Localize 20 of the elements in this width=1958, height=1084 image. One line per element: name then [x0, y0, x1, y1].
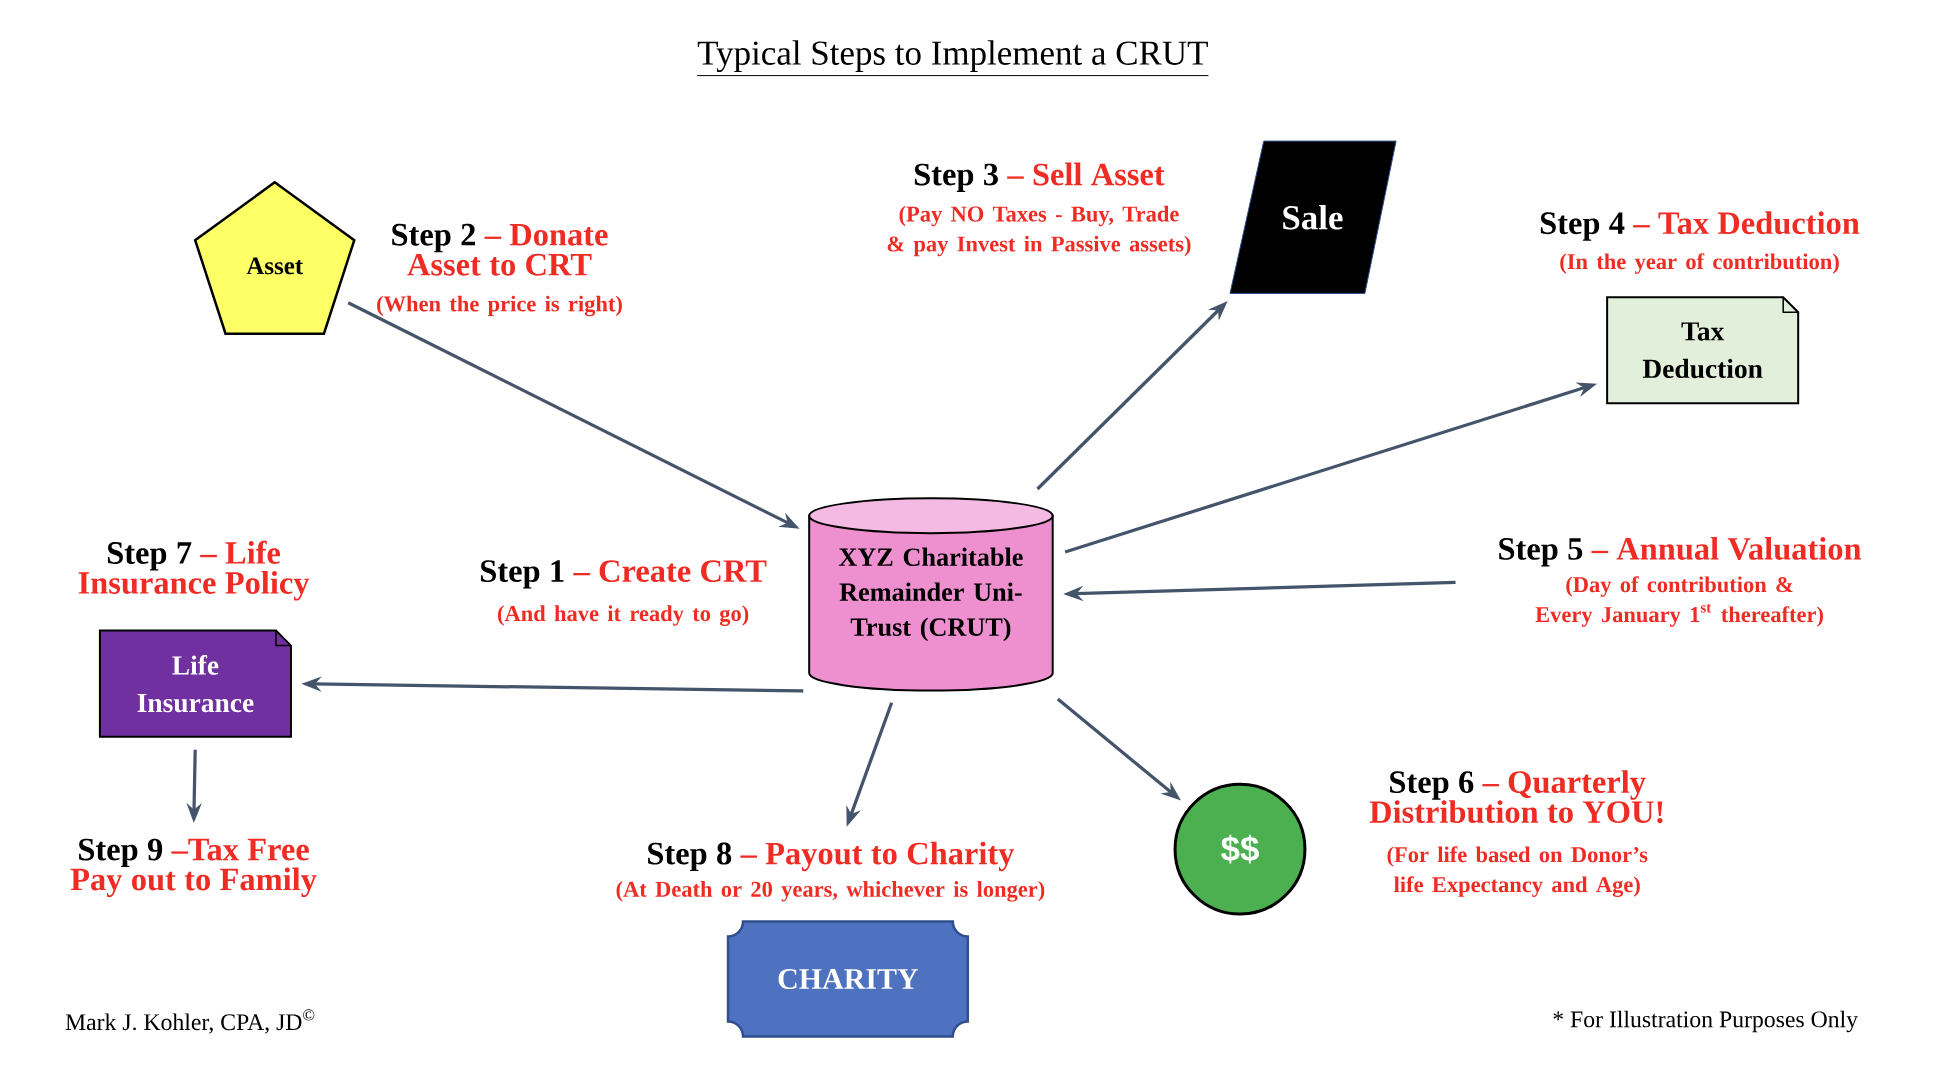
- step-heading: Step 6 – Quarterly Distribution to YOU!: [1369, 770, 1663, 824]
- step-heading: Step 1 – Create CRT: [481, 560, 767, 589]
- step-label: Step 9 –Tax Free Pay out to Family: [70, 838, 317, 898]
- footnote: * For Illustration Purposes Only: [1553, 1010, 1858, 1033]
- step-note: (Pay NO Taxes - Buy, Trade & pay Invest in Passive assets): [887, 205, 1191, 257]
- step-note: (When the price is right): [377, 295, 622, 317]
- plaque: CHARITY: [726, 920, 970, 1038]
- title: Typical Steps to Implement a CRUT: [696, 40, 1209, 77]
- parallelogram: Sale: [1229, 140, 1397, 294]
- step-heading: Step 7 – Life Insurance Policy: [78, 540, 310, 601]
- step-label: Step 8 – Payout to Charity (At Death or 20 years, whichever is longer): [616, 841, 1045, 902]
- step-heading: Step 3 – Sell Asset: [914, 162, 1165, 193]
- step-heading: Step 2 – Donate Asset to CRT: [392, 223, 608, 276]
- step-heading: Step 4 – Tax Deduction: [1540, 211, 1860, 241]
- step-note: (And have it ready to go): [498, 605, 749, 626]
- author-note: Mark J. Kohler, CPA, JD$^{©}$: [65, 1009, 315, 1034]
- cylinder: XYZ Charitable Remainder Uni-Trust (CRUT): [808, 497, 1054, 692]
- step-note: (In the year of contribution): [1560, 253, 1839, 274]
- step-note: (For life based on Donor’s life Expectancy and Age): [1387, 846, 1648, 898]
- step-label: Step 5 – Annual Valuation (Day of contribution & Every January 1$^{st}$ thereafter): [1499, 537, 1862, 627]
